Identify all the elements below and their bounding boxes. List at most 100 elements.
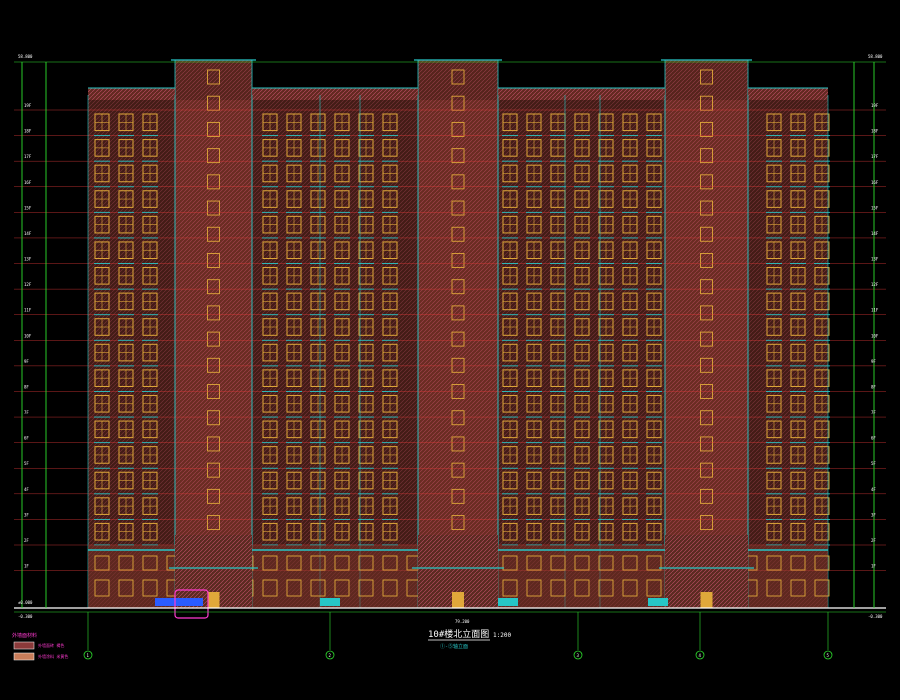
grid-axis-bubble [325,650,335,660]
plinth-blue [155,598,203,606]
core-window [700,148,713,164]
floor-label-right: 4F [871,487,876,492]
core-window [207,121,220,137]
podium-window [262,555,278,571]
entrance-door-3 [700,592,713,608]
core-window [700,410,713,426]
podium-window [598,579,614,597]
floor-label-left: 4F [24,487,29,492]
podium-window [358,555,374,571]
podium-window [286,579,302,597]
podium-window [382,579,398,597]
podium-window [502,555,518,571]
core-window [700,357,713,373]
floor-label-right: 9F [871,359,876,364]
floor-label-left: 7F [24,410,29,415]
grid-axis-label: 5 [827,653,830,658]
legend-item-1-label: 外墙面砖 褐色 [38,642,64,648]
core-window [207,488,220,504]
overall-dimension: 79.200 [455,619,470,624]
podium-window [550,555,566,571]
floor-label-right: 15F [871,205,879,210]
floor-label-right: 18F [871,129,879,134]
podium-window [118,555,134,571]
core-window [451,488,465,504]
floor-label-left: 12F [24,282,32,287]
core-window [207,148,220,164]
legend-swatch-2 [13,652,35,661]
core-hatch-1 [175,60,252,608]
parapet-hatch-3 [498,88,665,100]
core-window [207,331,220,347]
core-window [700,331,713,347]
floor-label-right: 11F [871,308,879,313]
parapet-hatch-4 [748,88,828,100]
legend-item-2-label: 外墙涂料 米黄色 [38,653,68,659]
core-window [451,200,465,216]
core-window [700,121,713,137]
core-window [700,69,713,85]
core-hatch-3 [665,60,748,608]
legend-title: 外墙面材料 [12,632,37,639]
podium-window [142,555,158,571]
podium-window [622,555,638,571]
grid-axis-label: 2 [329,653,332,658]
core-window [451,357,465,373]
core-window [207,226,220,242]
podium-window [766,579,782,597]
legend-swatch-1 [13,641,35,650]
floor-label-right: 5F [871,461,876,466]
podium-window [286,555,302,571]
entrance-door-1 [207,592,220,608]
core-window [207,69,220,85]
podium-window [526,579,542,597]
podium-window [598,555,614,571]
podium-window [574,555,590,571]
core-window [207,174,220,190]
core-window [207,253,220,268]
podium-window [574,579,590,597]
bottom-elevation-left: -0.300 [18,614,33,619]
core-window [700,174,713,190]
core-window [451,279,465,295]
core-window [207,436,220,452]
grid-axis-label: 4 [699,653,702,658]
floor-label-right: 14F [871,231,879,236]
floor-label-right: 3F [871,512,876,517]
core-window [207,200,220,216]
core-window [207,515,220,531]
grid-axis-bubble [83,650,93,660]
drawing-subtitle: ①-⑤轴立面 [440,643,468,650]
core-window [451,331,465,347]
floor-label-right: 16F [871,180,879,185]
podium-window [382,555,398,571]
podium-window [646,555,662,571]
podium-window [334,579,350,597]
floor-label-right: 10F [871,333,879,338]
core-window [207,305,220,321]
podium-window [550,579,566,597]
podium-window [358,579,374,597]
floor-label-left: 5F [24,461,29,466]
floor-label-left: 2F [24,538,29,543]
core-window [700,305,713,321]
floor-label-right: 8F [871,384,876,389]
core-window [207,357,220,373]
floor-label-left: 6F [24,436,29,441]
highlight-box [174,589,209,619]
core-window [451,436,465,452]
floor-label-left: 16F [24,180,32,185]
podium-window [790,555,806,571]
podium-window [94,555,110,571]
parapet-hatch-2 [252,88,418,100]
building-elevation [14,59,886,619]
podium-window [262,579,278,597]
floor-label-left: 11F [24,308,32,313]
floor-label-left: 13F [24,257,32,262]
bottom-elevation-right: -0.300 [868,614,883,619]
annotations: 10#楼北立面图 1:200 ①-⑤轴立面 外墙面材料 外墙面砖 褐色 外墙涂料… [12,54,883,661]
podium-window [766,555,782,571]
grid-axis-label: 3 [577,653,580,658]
ground-elevation-left: ±0.000 [18,600,33,605]
